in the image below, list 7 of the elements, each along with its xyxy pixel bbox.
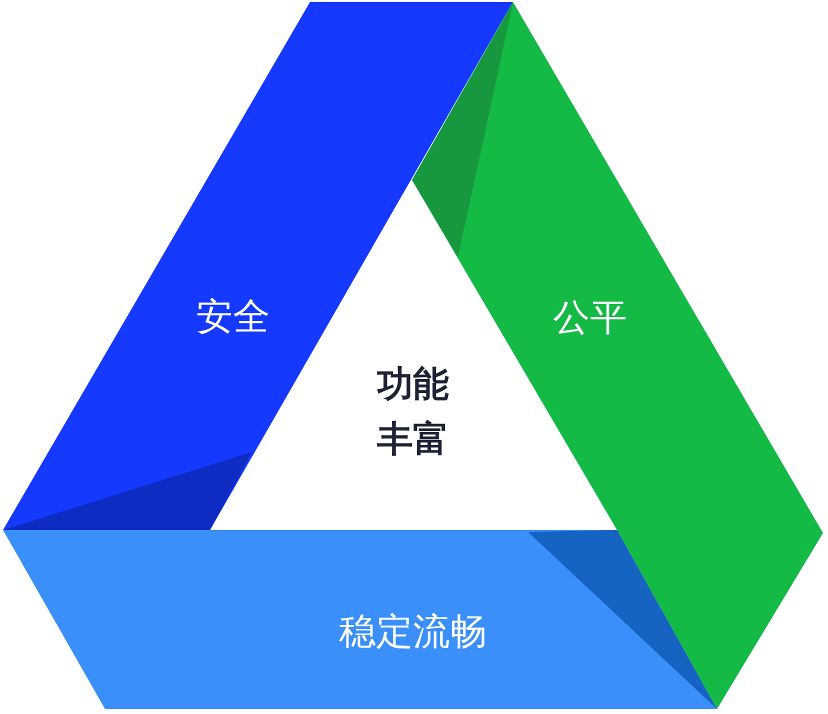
band-label: 公平 bbox=[553, 296, 627, 340]
ribbon-band bbox=[3, 530, 717, 709]
band-label: 安全 bbox=[196, 294, 270, 340]
band-label: 稳定流畅 bbox=[339, 610, 487, 654]
ribbon-band bbox=[3, 2, 513, 530]
ribbon-band bbox=[412, 2, 823, 709]
center-label: 功能丰富 bbox=[376, 363, 450, 462]
